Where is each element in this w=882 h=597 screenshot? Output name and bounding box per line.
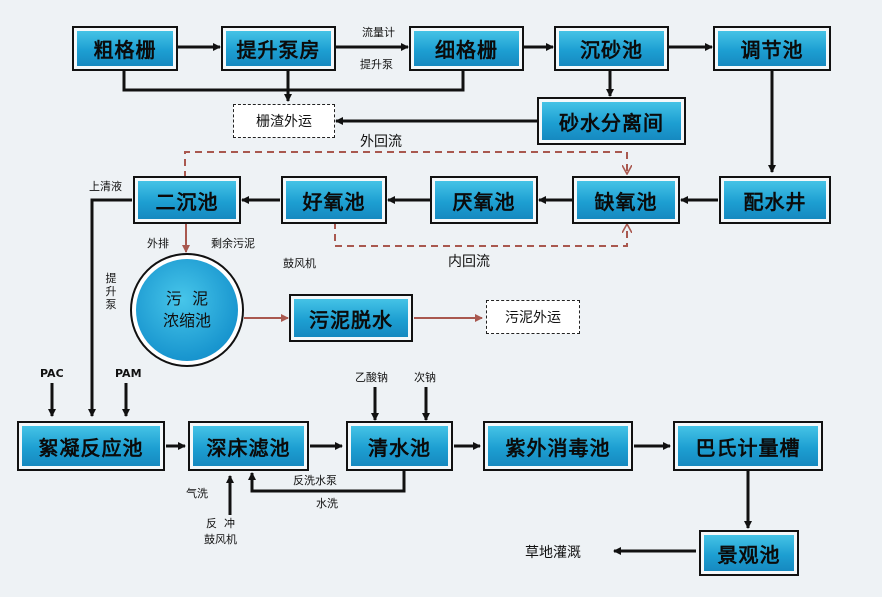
pac-label: PAC [40,367,64,380]
pam-label: PAM [115,367,142,380]
clear-water-tank-box: 清水池 [346,421,453,471]
flow-meter-label: 流量计 [362,26,395,39]
arrow-supernatant-to-flocculation [88,198,132,417]
sludge-thickener-circle: 污 泥 浓缩池 [130,253,244,367]
screenings-collector-line [122,70,465,92]
blower-label: 鼓风机 [283,257,316,270]
distribution-well-box: 配水井 [719,176,831,224]
internal-return-line [334,222,627,247]
sand-water-separation-box: 砂水分离间 [537,97,686,145]
excess-sludge-label: 剩余污泥 [211,237,255,250]
lift-pump-box: 提升泵房 [221,26,336,71]
fine-screen-box: 细格栅 [409,26,524,71]
discharge-label: 外排 [147,237,169,250]
anaerobic-tank-box: 厌氧池 [430,176,538,224]
anoxic-tank-box: 缺氧池 [572,176,680,224]
lawn-irrigation-label: 草地灌溉 [525,545,581,561]
equalization-tank-box: 调节池 [713,26,831,71]
backwash-blower-label: 反 冲 鼓风机 [204,517,237,546]
water-wash-label: 水洗 [316,497,338,510]
screenings-haul-box: 栅渣外运 [233,104,335,138]
grit-chamber-box: 沉砂池 [554,26,669,71]
sludge-dewatering-box: 污泥脱水 [289,294,413,342]
sodium-hypochlorite-label: 次钠 [414,371,436,384]
flocculation-tank-box: 絮凝反应池 [17,421,165,471]
coarse-screen-box: 粗格栅 [72,26,178,71]
aerobic-tank-box: 好氧池 [281,176,387,224]
lift-pump-label: 提升泵 [360,58,393,71]
deep-bed-filter-box: 深床滤池 [188,421,309,471]
external-return-label: 外回流 [360,134,402,150]
parshall-flume-box: 巴氏计量槽 [673,421,823,471]
arrow-backwash-water [248,471,406,493]
sodium-acetate-label: 乙酸钠 [355,371,388,384]
sludge-haul-box: 污泥外运 [486,300,580,334]
internal-return-label: 内回流 [448,254,490,270]
uv-disinfection-box: 紫外消毒池 [483,421,633,471]
external-return-line [184,151,627,178]
secondary-clarifier-box: 二沉池 [133,176,241,224]
landscape-pond-box: 景观池 [699,530,799,576]
backwash-pump-label: 反洗水泵 [293,474,337,487]
air-wash-label: 气洗 [186,487,208,500]
lift-pump-vertical-label: 提升泵 [105,272,117,311]
supernatant-label: 上清液 [89,180,122,193]
